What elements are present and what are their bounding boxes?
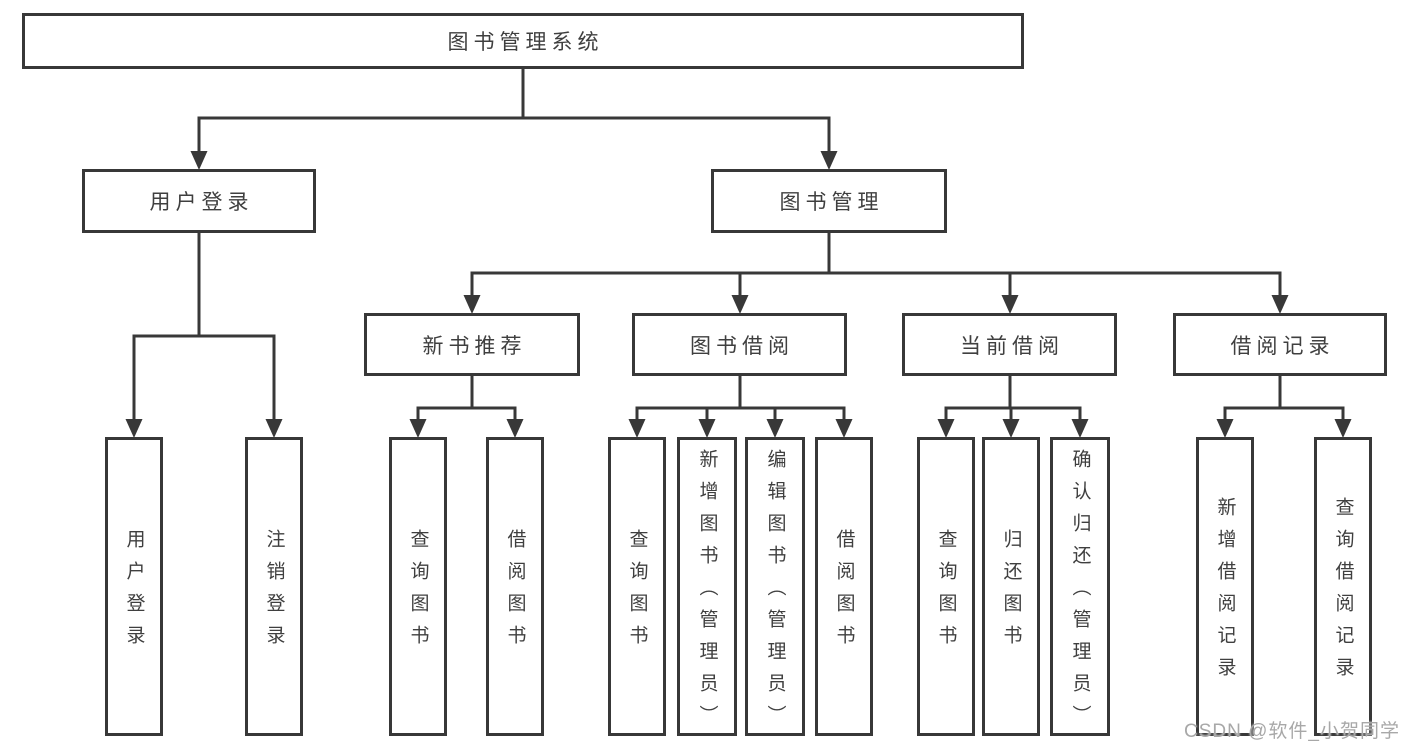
node-label: 编辑图书（管理员） — [764, 449, 786, 737]
node-label: 查询借阅记录 — [1332, 497, 1354, 689]
node-label: 确认归还（管理员） — [1069, 449, 1091, 737]
node-user-login: 用户登录 — [82, 169, 316, 233]
node-label: 借阅图书 — [504, 529, 526, 657]
node-label: 新增图书（管理员） — [696, 449, 718, 737]
leaf-borrow-books-borrowing: 借阅图书 — [815, 437, 873, 736]
node-label: 借阅图书 — [833, 529, 855, 657]
node-label: 查询图书 — [626, 529, 648, 657]
node-label: 用户登录 — [149, 191, 254, 214]
leaf-return-books: 归还图书 — [982, 437, 1040, 736]
leaf-edit-books-admin: 编辑图书（管理员） — [745, 437, 805, 737]
node-borrowing-records: 借阅记录 — [1173, 313, 1387, 376]
node-label: 图书管理 — [779, 191, 884, 214]
leaf-query-books-borrowing: 查询图书 — [608, 437, 666, 736]
node-label: 新增借阅记录 — [1214, 497, 1236, 689]
node-new-book-recommendation: 新书推荐 — [364, 313, 580, 376]
node-label: 图书管理系统 — [447, 31, 604, 54]
leaf-add-books-admin: 新增图书（管理员） — [677, 437, 737, 737]
node-label: 借阅记录 — [1230, 334, 1335, 358]
node-label: 查询图书 — [407, 529, 429, 657]
node-label: 图书借阅 — [690, 334, 794, 358]
leaf-borrow-books-recommend: 借阅图书 — [486, 437, 544, 736]
node-book-management: 图书管理 — [711, 169, 947, 233]
leaf-confirm-return-admin: 确认归还（管理员） — [1050, 437, 1110, 737]
node-label: 新书推荐 — [422, 334, 527, 358]
leaf-query-books-current: 查询图书 — [917, 437, 975, 736]
leaf-query-borrow-record: 查询借阅记录 — [1314, 437, 1372, 736]
node-current-borrowing: 当前借阅 — [902, 313, 1117, 376]
leaf-user-login: 用户登录 — [105, 437, 163, 736]
node-book-borrowing: 图书借阅 — [632, 313, 847, 376]
node-label: 归还图书 — [1000, 529, 1022, 657]
node-label: 查询图书 — [935, 529, 957, 657]
leaf-add-borrow-record: 新增借阅记录 — [1196, 437, 1254, 736]
watermark: CSDN @软件_小贺同学 — [1184, 721, 1400, 742]
leaf-logout-login: 注销登录 — [245, 437, 303, 736]
leaf-query-books-recommend: 查询图书 — [389, 437, 447, 736]
node-label: 当前借阅 — [960, 334, 1064, 358]
node-label: 用户登录 — [123, 529, 145, 657]
node-system-root: 图书管理系统 — [22, 13, 1024, 69]
node-label: 注销登录 — [263, 529, 285, 657]
